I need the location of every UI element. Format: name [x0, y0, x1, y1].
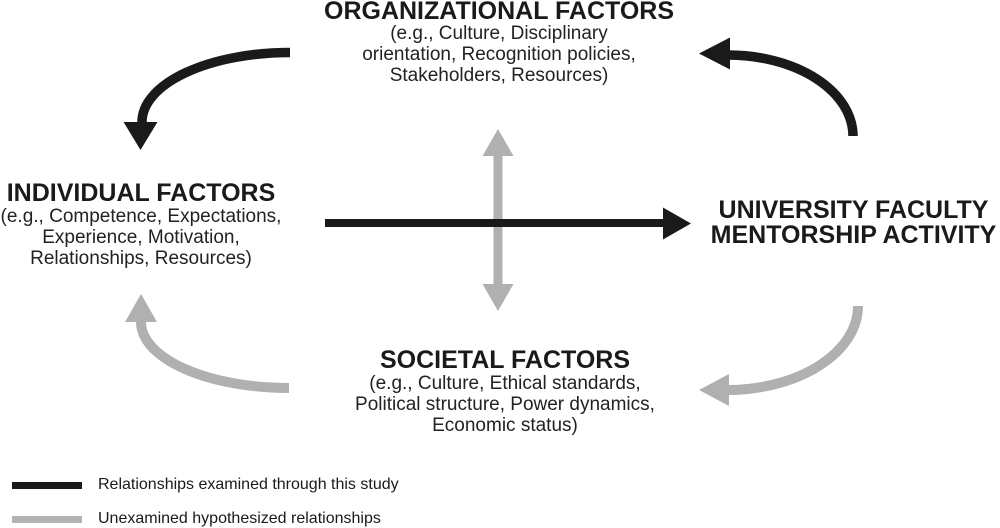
arrow-organizational-to-individual: [123, 47, 291, 150]
societal-examples-line: Economic status): [432, 414, 578, 436]
legend-item-unexamined: Unexamined hypothesized relationships: [12, 509, 381, 528]
examined-line-swatch-icon: [12, 481, 82, 489]
organizational-examples-line: Stakeholders, Resources): [389, 65, 609, 87]
organizational-factors-title: ORGANIZATIONAL FACTORS: [324, 0, 674, 25]
societal-examples-line: (e.g., Culture, Ethical standards,: [369, 372, 641, 394]
individual-factors-examples: (e.g., Competence, Expectations, Experie…: [0, 206, 291, 269]
individual-examples-line: Experience, Motivation,: [42, 227, 240, 249]
node-societal-factors: SOCIETAL FACTORS: [285, 347, 725, 373]
arrow-university-to-organizational: [699, 37, 858, 137]
legend-item-examined: Relationships examined through this stud…: [12, 475, 399, 495]
arrowhead-down-icon: [123, 122, 158, 150]
legend-label-examined: Relationships examined through this stud…: [98, 476, 399, 493]
societal-factors-examples: (e.g., Culture, Ethical standards, Polit…: [285, 373, 725, 436]
societal-examples-line: Political structure, Power dynamics,: [355, 393, 655, 415]
individual-examples-line: Relationships, Resources): [30, 248, 252, 270]
arrowhead-right-icon: [663, 207, 691, 240]
legend-label-unexamined: Unexamined hypothesized relationships: [98, 510, 381, 527]
arrowhead-left-icon: [699, 37, 730, 70]
organizational-factors-examples: (e.g., Culture, Disciplinary orientation…: [279, 23, 719, 86]
arrow-university-to-societal: [699, 305, 863, 406]
arrowhead-up-icon: [482, 129, 514, 156]
node-individual-factors: INDIVIDUAL FACTORS: [0, 180, 291, 206]
arrowhead-down-icon: [482, 284, 514, 311]
arrowhead-left-icon: [699, 374, 729, 406]
arrow-societal-to-individual: [125, 294, 290, 393]
node-university-faculty-mentorship-activity: UNIVERSITY FACULTY MENTORSHIP ACTIVITY: [704, 195, 1000, 250]
societal-factors-title: SOCIETAL FACTORS: [379, 345, 631, 374]
unexamined-line-swatch-icon: [12, 515, 82, 523]
arrowhead-up-icon: [125, 294, 157, 322]
individual-factors-title: INDIVIDUAL FACTORS: [6, 178, 276, 207]
university-title-line: MENTORSHIP ACTIVITY: [710, 221, 997, 250]
arrow-individual-to-university: [325, 207, 691, 240]
organizational-examples-line: orientation, Recognition policies,: [362, 44, 636, 66]
node-organizational-factors: ORGANIZATIONAL FACTORS: [279, 0, 719, 24]
university-title-line: UNIVERSITY FACULTY: [718, 195, 989, 224]
individual-examples-line: (e.g., Competence, Expectations,: [0, 206, 282, 228]
organizational-examples-line: (e.g., Culture, Disciplinary: [390, 23, 608, 45]
